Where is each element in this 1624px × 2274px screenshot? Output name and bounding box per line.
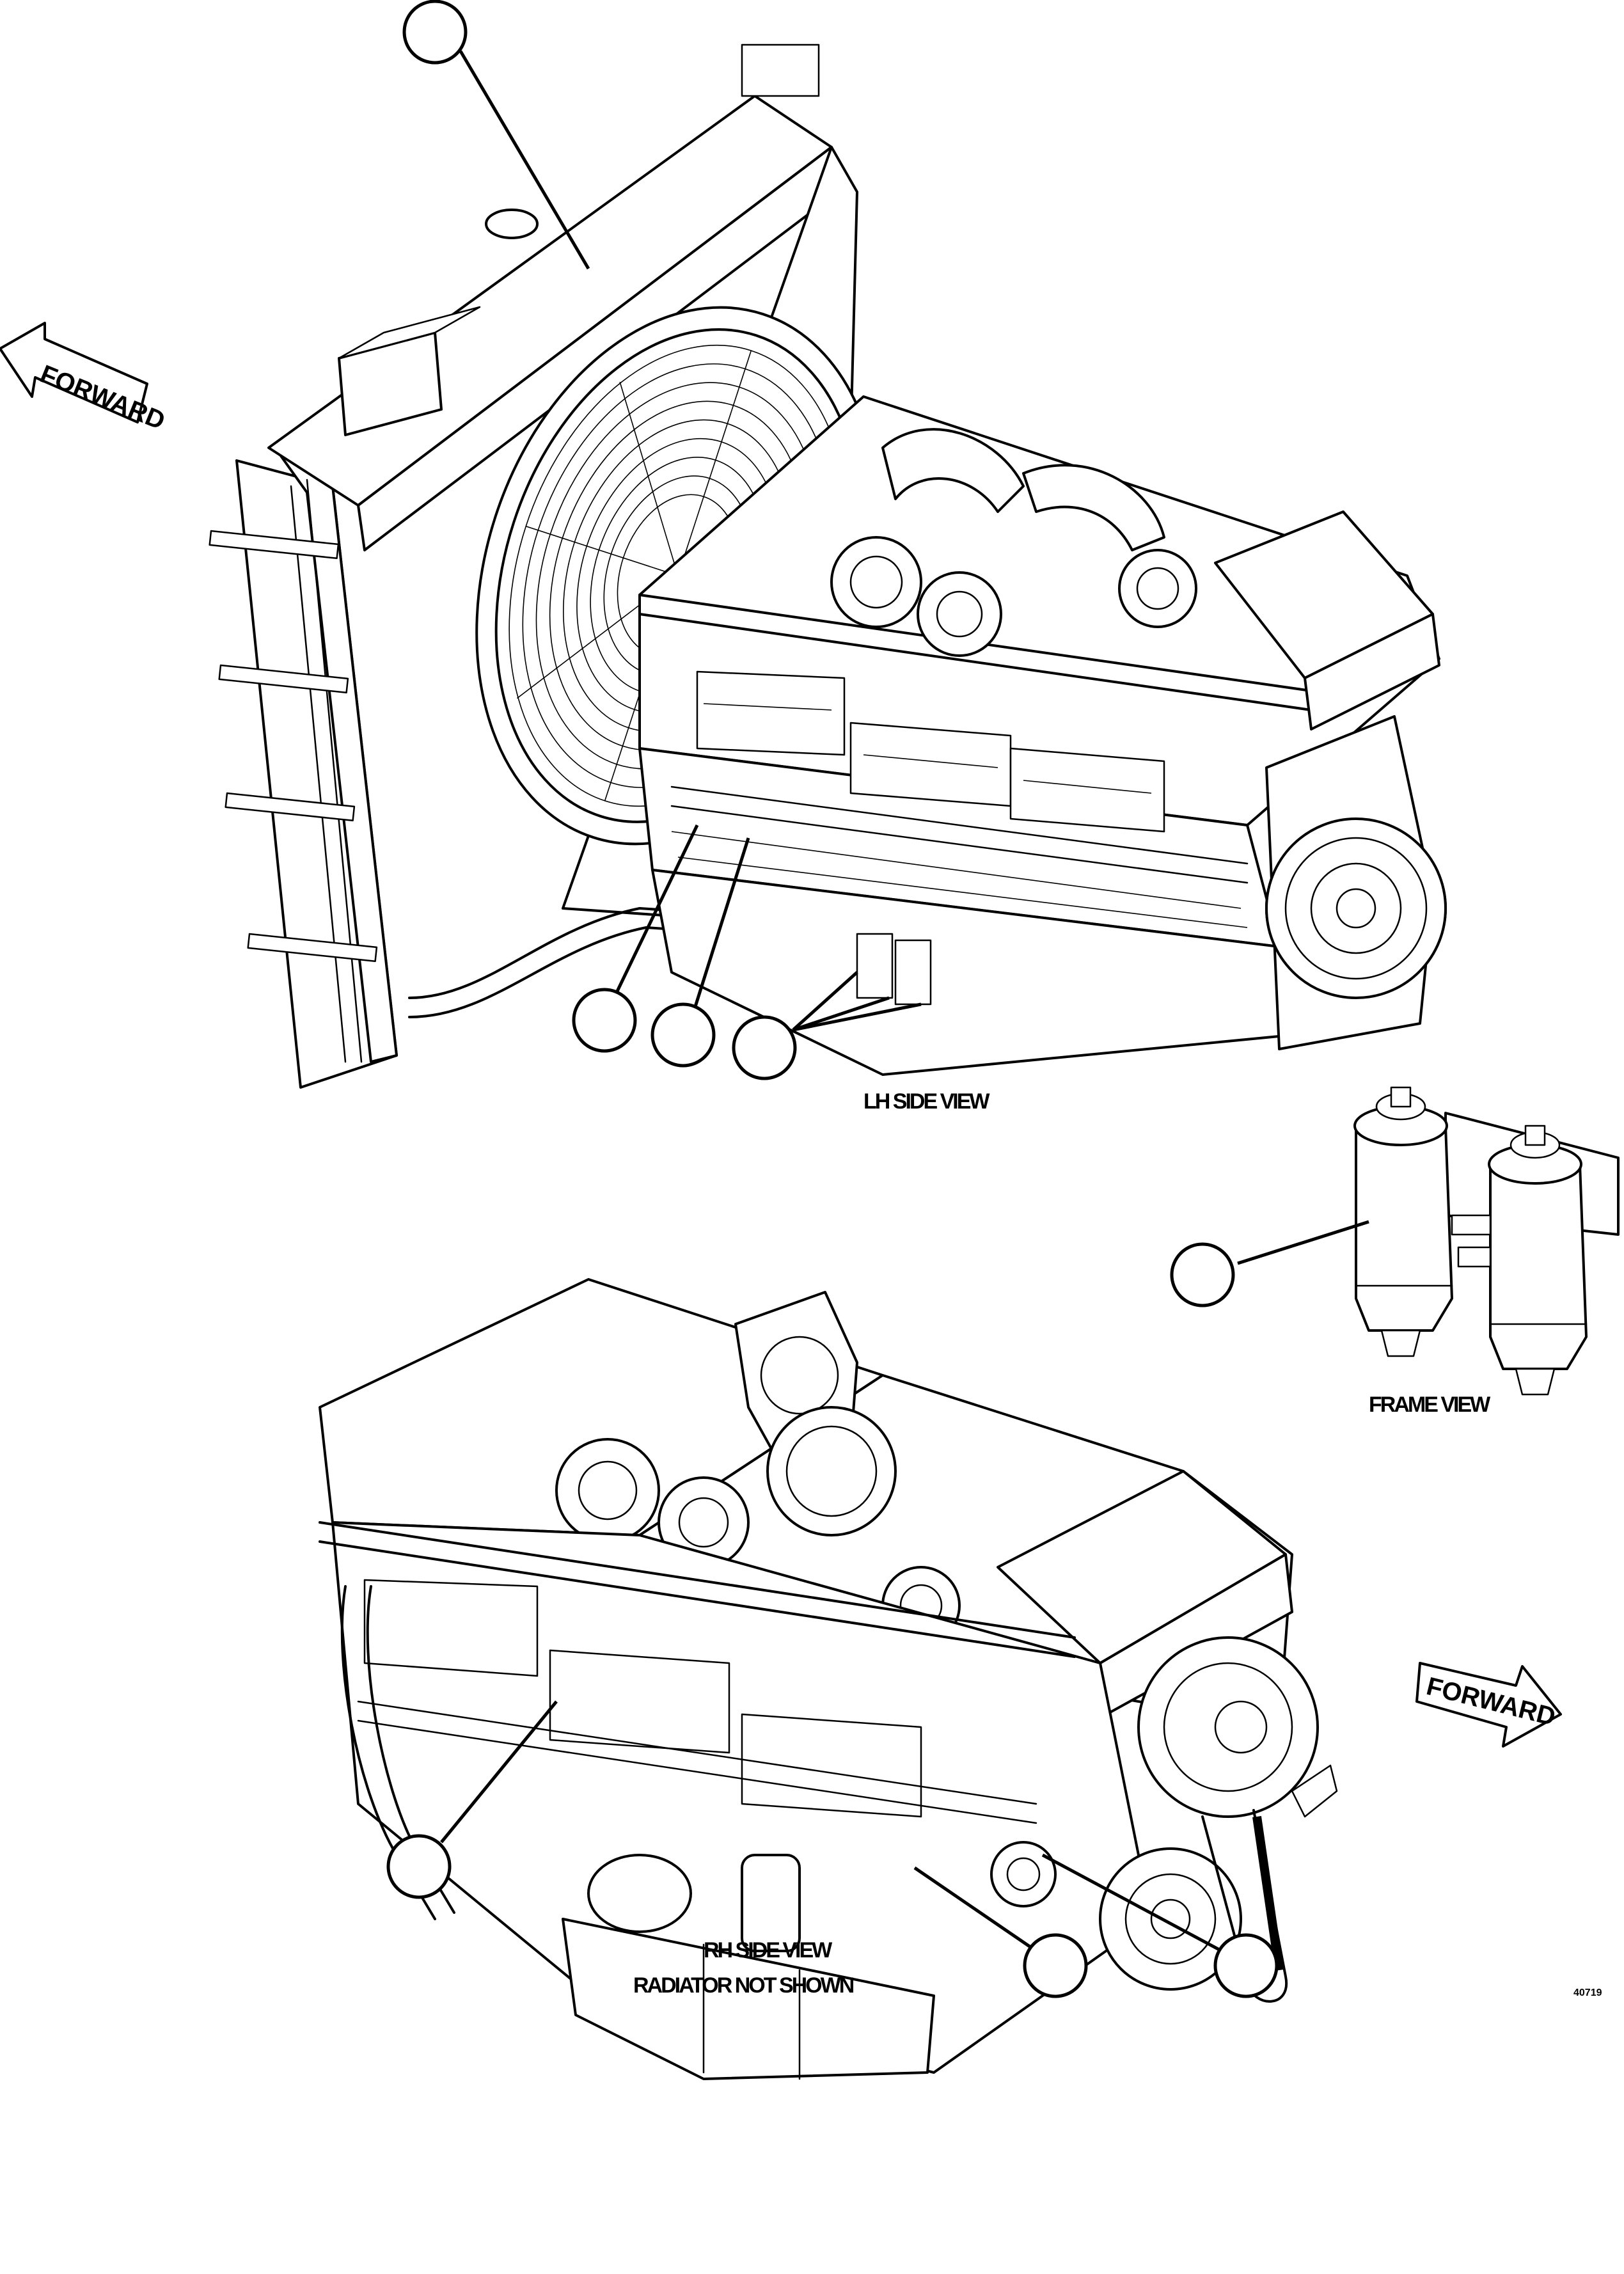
callout-group-rh: [386, 1700, 1279, 1998]
frame-view-label: FRAME VIEW: [1369, 1393, 1491, 1417]
forward-arrow-top: FORWARD: [0, 322, 169, 435]
rh-side-view-label: RH SIDE VIEW: [704, 1938, 833, 1962]
callout-circle: [1170, 1242, 1235, 1307]
forward-arrow-icon: [0, 322, 148, 423]
callout-circle: [402, 0, 468, 65]
frame-view-illustration: [1353, 1086, 1620, 1396]
callout-circle: [1023, 1933, 1088, 1998]
callout-group-lh: [402, 0, 922, 1080]
radiator-not-shown-label: RADIATOR NOT SHOWN: [633, 1973, 854, 1998]
callout-circle: [650, 1002, 716, 1068]
callout-circle: [732, 1015, 797, 1080]
lh-side-view-illustration: [209, 43, 1447, 1089]
forward-arrow-bottom: FORWARD: [1415, 1662, 1562, 1748]
forward-arrow-icon: [1415, 1662, 1562, 1748]
drawing-id: 40719: [1573, 1987, 1602, 1998]
callout-circle: [1213, 1933, 1279, 1998]
lh-side-view-label: LH SIDE VIEW: [863, 1089, 990, 1114]
callout-circle: [386, 1834, 452, 1899]
rh-side-view-illustration: [319, 1278, 1338, 2080]
callout-circle: [572, 988, 637, 1053]
